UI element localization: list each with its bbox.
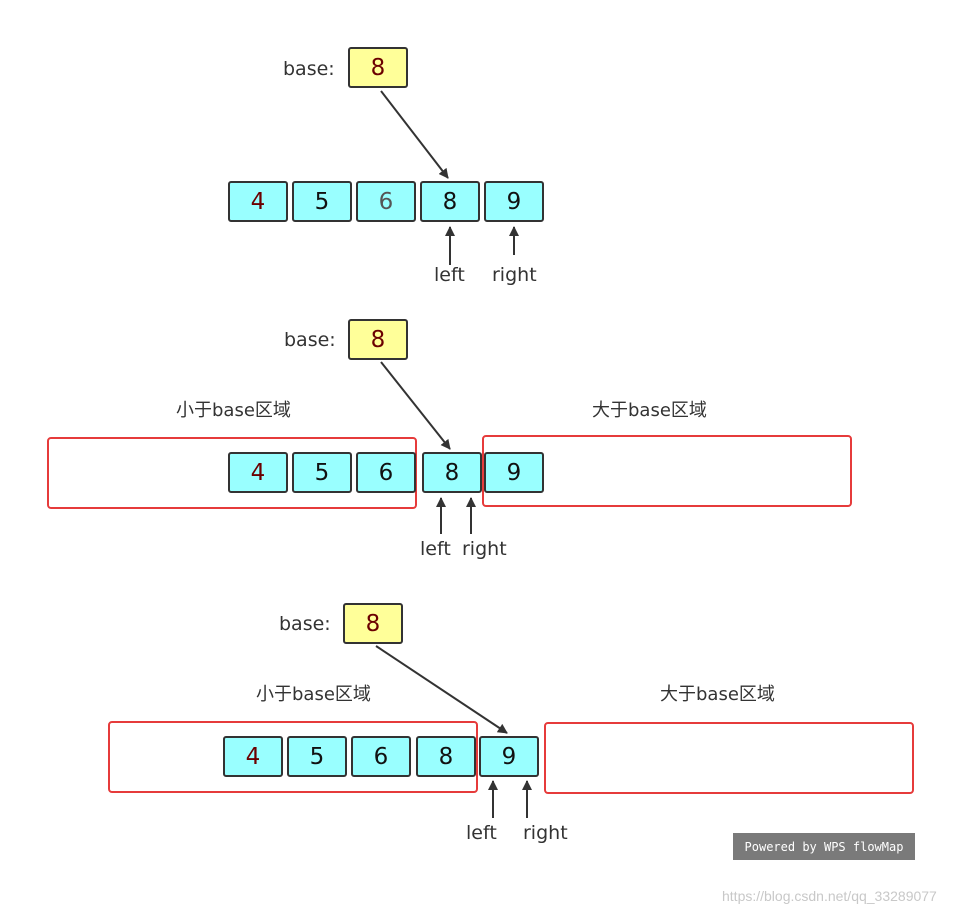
less-region-box-2 [47,437,417,509]
array-cell-2-4: 8 [422,452,482,493]
array-cell-3-2: 5 [287,736,347,777]
base-label-1: base: [283,58,335,80]
array-cell-3-5: 9 [479,736,539,777]
base-value-box-3: 8 [343,603,403,644]
greater-region-label-2: 大于base区域 [592,400,707,421]
right-label-3: right [523,822,568,844]
left-label-3: left [466,822,497,844]
array-cell-3-4: 8 [416,736,476,777]
array-cell-1-1: 4 [228,181,288,222]
less-region-box-3 [108,721,478,793]
array-cell-1-5: 9 [484,181,544,222]
base-value-box-2: 8 [348,319,408,360]
base-label-2: base: [284,329,336,351]
array-cell-2-1: 4 [228,452,288,493]
right-label-2: right [462,538,507,560]
left-label-1: left [434,264,465,286]
base-pointer-arrow-3 [375,645,508,734]
powered-by-badge: Powered by WPS flowMap [733,833,915,860]
array-cell-2-3: 6 [356,452,416,493]
left-label-2: left [420,538,451,560]
array-cell-1-4: 8 [420,181,480,222]
base-value-box-1: 8 [348,47,408,88]
array-cell-3-1: 4 [223,736,283,777]
greater-region-label-3: 大于base区域 [660,684,775,705]
base-label-3: base: [279,613,331,635]
greater-region-box-2 [482,435,852,507]
array-cell-1-3: 6 [356,181,416,222]
watermark-url: https://blog.csdn.net/qq_33289077 [722,888,937,904]
base-pointer-arrow-2 [380,361,451,450]
array-cell-2-5: 9 [484,452,544,493]
less-region-label-3: 小于base区域 [256,684,371,705]
array-cell-2-2: 5 [292,452,352,493]
greater-region-box-3 [544,722,914,794]
array-cell-3-3: 6 [351,736,411,777]
less-region-label-2: 小于base区域 [176,400,291,421]
right-label-1: right [492,264,537,286]
base-pointer-arrow-1 [380,90,449,179]
array-cell-1-2: 5 [292,181,352,222]
